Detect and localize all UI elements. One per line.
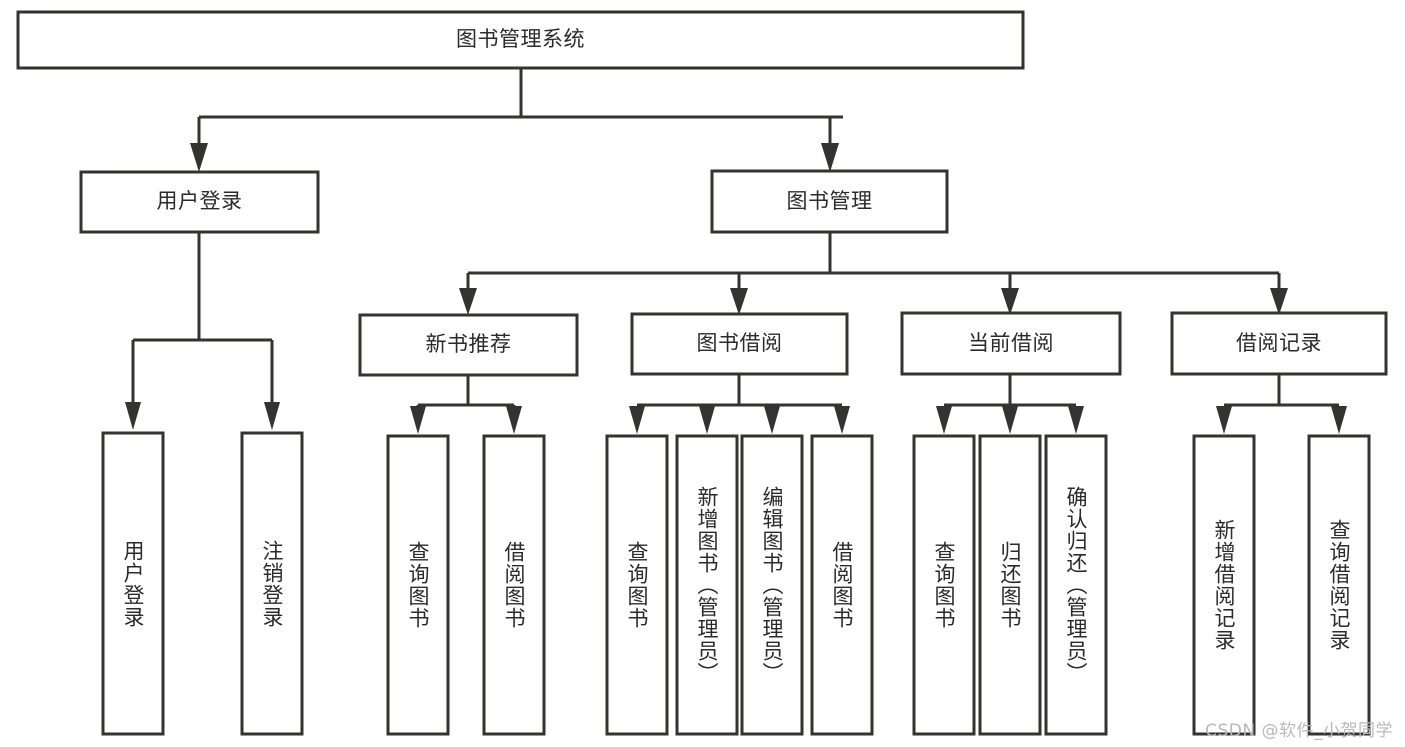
node-box-leaf-query-book-3[interactable] — [912, 434, 976, 736]
node-box-leaf-borrow-book-2[interactable] — [810, 434, 874, 736]
node-box-new-book-recommend[interactable] — [358, 313, 579, 377]
arrowhead-br-add — [1216, 406, 1232, 434]
arrowhead-cb-return — [1002, 406, 1018, 434]
node-box-leaf-return-book[interactable] — [978, 434, 1042, 736]
node-box-leaf-user-login[interactable] — [101, 431, 165, 736]
arrowhead-book-manage — [821, 143, 839, 172]
node-box-leaf-query-book-2[interactable] — [605, 434, 669, 736]
node-box-leaf-edit-book[interactable] — [740, 434, 804, 736]
arrowhead-record — [1270, 288, 1288, 315]
node-box-leaf-borrow-book-1[interactable] — [482, 434, 546, 736]
connector-layer — [125, 68, 1347, 434]
arrowhead-bb-query — [629, 406, 645, 434]
arrowhead-bb-add — [699, 406, 715, 434]
node-box-user-login[interactable] — [79, 170, 320, 234]
arrowhead-cb-confirm — [1068, 406, 1084, 434]
node-box-leaf-query-record[interactable] — [1307, 434, 1371, 736]
node-box-borrow-record[interactable] — [1170, 311, 1388, 376]
arrowhead-br-query — [1331, 406, 1347, 434]
node-box-layer — [16, 10, 1388, 736]
arrowhead-borrow — [730, 288, 748, 315]
node-box-root[interactable] — [16, 10, 1025, 70]
arrowhead-user-login — [190, 143, 208, 172]
node-box-leaf-confirm-return[interactable] — [1044, 434, 1108, 736]
node-box-book-borrow[interactable] — [630, 312, 849, 376]
arrowhead-bb-edit — [764, 406, 780, 434]
arrowhead-current — [1001, 288, 1019, 315]
node-box-leaf-add-book[interactable] — [675, 434, 739, 736]
arrowhead-nb-query — [410, 406, 426, 434]
arrowhead-nb-borrow — [506, 406, 522, 434]
node-box-leaf-query-book-1[interactable] — [386, 434, 450, 736]
node-box-leaf-logout[interactable] — [240, 431, 304, 736]
node-box-book-management[interactable] — [710, 169, 949, 234]
arrowhead-cb-query — [936, 406, 952, 434]
arrowhead-bb-borrow — [834, 406, 850, 434]
arrowhead-newbook — [459, 288, 477, 315]
arrowhead-leaf-login — [125, 402, 141, 430]
arrowhead-leaf-logout — [264, 402, 280, 430]
node-box-leaf-add-record[interactable] — [1192, 434, 1256, 736]
node-box-current-borrow[interactable] — [900, 311, 1122, 376]
